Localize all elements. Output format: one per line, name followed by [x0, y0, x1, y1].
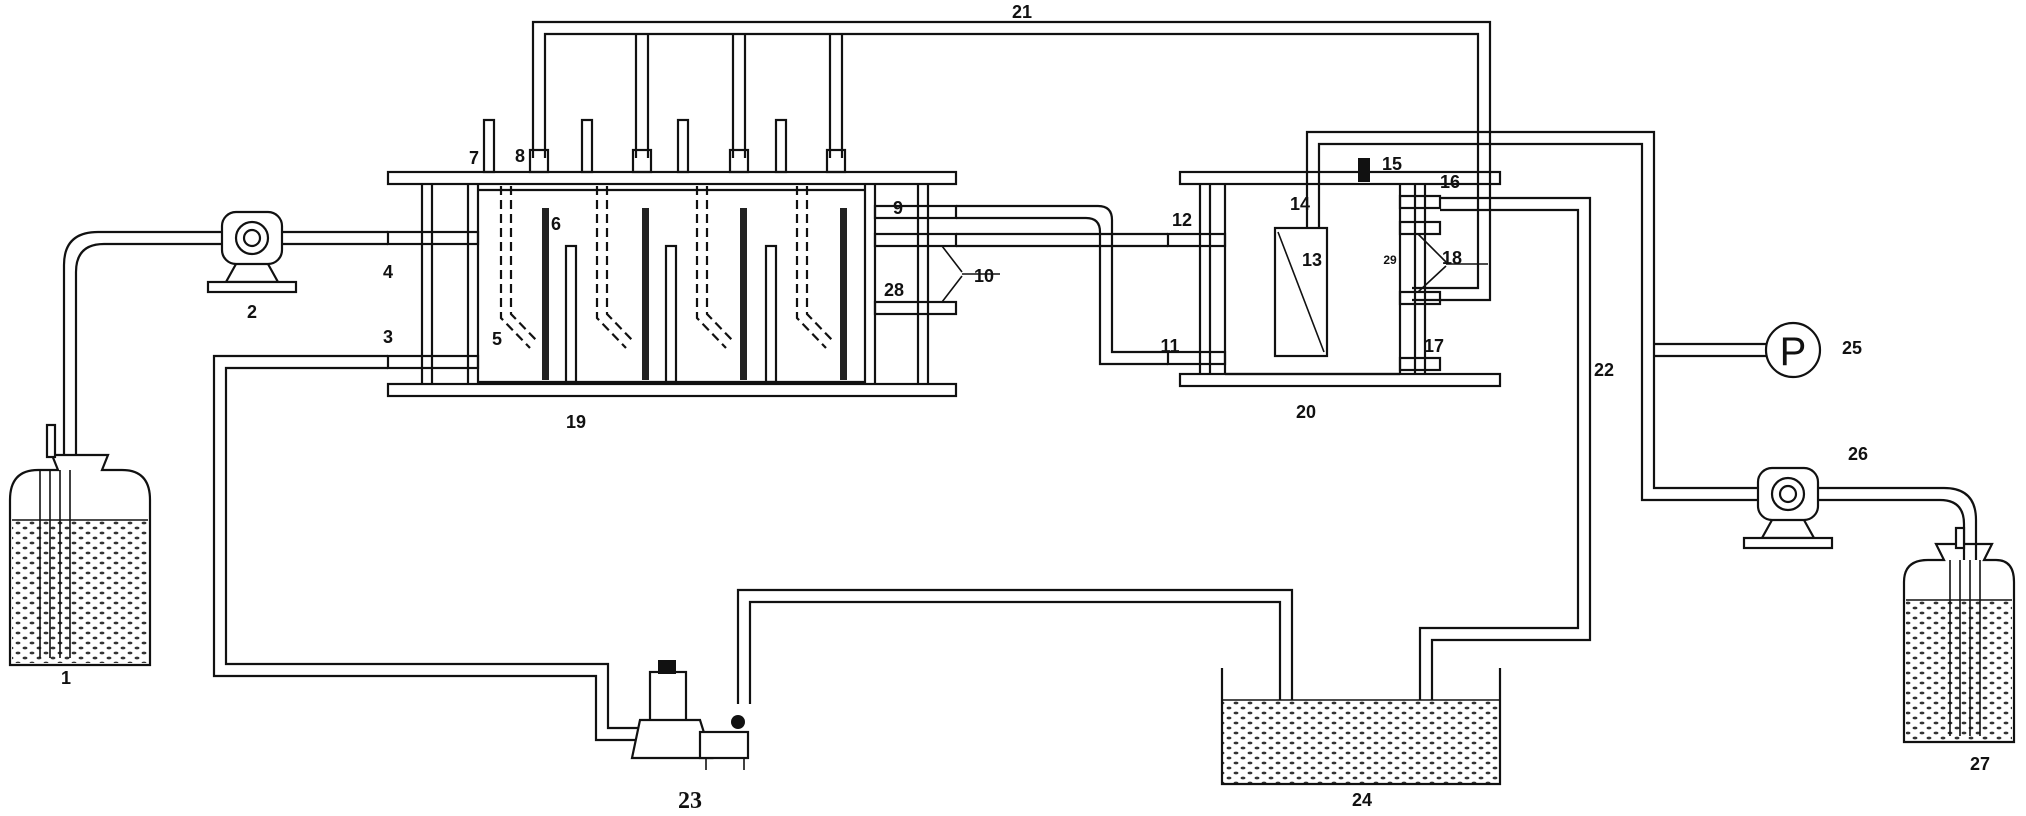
- label-22: 22: [1594, 360, 1614, 380]
- label-28: 28: [884, 280, 904, 300]
- label-27: 27: [1970, 754, 1990, 774]
- label-21: 21: [1012, 2, 1032, 22]
- label-9: 9: [893, 198, 903, 218]
- reactor-19: [386, 118, 958, 398]
- label-1: 1: [61, 668, 71, 688]
- return-line-21: [528, 20, 1492, 302]
- label-29: 29: [1383, 253, 1397, 267]
- label-3: 3: [383, 327, 393, 347]
- transfer-pipes: [956, 204, 1168, 366]
- water-basin-24: [1220, 668, 1502, 786]
- label-19: 19: [566, 412, 586, 432]
- membrane-tank-20: [1166, 158, 1502, 388]
- label-24: 24: [1352, 790, 1372, 810]
- label-6: 6: [551, 214, 561, 234]
- label-12: 12: [1172, 210, 1192, 230]
- label-17: 17: [1424, 336, 1444, 356]
- label-10: 10: [974, 266, 994, 286]
- label-14: 14: [1290, 194, 1310, 214]
- label-18: 18: [1442, 248, 1462, 268]
- permeate-pump-icon: [1742, 466, 1834, 550]
- label-8: 8: [515, 146, 525, 166]
- permeate-line: [1305, 130, 1978, 560]
- label-11: 11: [1160, 336, 1179, 356]
- feed-bottle-icon: [8, 423, 152, 667]
- feed-pipe: [62, 230, 388, 455]
- label-13: 13: [1302, 250, 1322, 270]
- pressure-gauge-icon: P: [1764, 321, 1822, 379]
- label-16: 16: [1440, 172, 1460, 192]
- permeate-bottle-icon: [1902, 526, 2016, 744]
- label-2: 2: [247, 302, 257, 322]
- label-20: 20: [1296, 402, 1316, 422]
- submersible-pump-icon: [630, 660, 750, 770]
- label-25: 25: [1842, 338, 1862, 358]
- label-5: 5: [492, 329, 502, 349]
- label-26: 26: [1848, 444, 1868, 464]
- label-7: 7: [469, 148, 479, 168]
- electrode-leads-10: [941, 245, 1000, 303]
- feed-pump-icon: [206, 210, 298, 294]
- recirculation-loop: [212, 196, 1592, 772]
- label-23: 23: [678, 788, 702, 814]
- label-4: 4: [383, 262, 393, 282]
- label-15: 15: [1382, 154, 1402, 174]
- pressure-gauge-symbol: P: [1780, 330, 1807, 374]
- labels: 1 2 3 4 5 6 7 8 9 10 11 12 13 14 15 16 1…: [61, 2, 1990, 814]
